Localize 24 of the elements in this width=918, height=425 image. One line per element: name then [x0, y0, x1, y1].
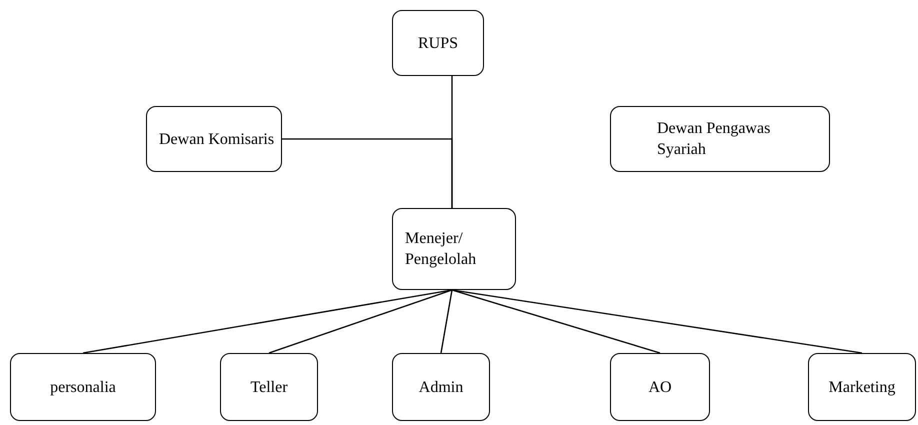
box-label: AO — [648, 378, 672, 398]
org-box — [146, 106, 282, 172]
connector-line — [282, 138, 453, 208]
box-label: Menejer/ Pengelolah — [405, 229, 478, 270]
connector-line — [440, 290, 453, 354]
box-label: Dewan Pengawas Syariah — [657, 119, 772, 160]
box-label: Dewan Komisaris — [159, 130, 274, 150]
org-box — [392, 353, 490, 421]
org-box — [610, 353, 710, 421]
connector-line — [268, 289, 452, 354]
connector-line — [452, 289, 660, 354]
connector-line — [452, 289, 862, 354]
org-box — [10, 353, 156, 421]
box-label: personalia — [50, 378, 116, 398]
org-box — [220, 353, 318, 421]
org-box — [808, 353, 916, 421]
org-box — [392, 10, 484, 76]
box-label: RUPS — [418, 34, 458, 54]
connector-line — [82, 289, 452, 354]
org-box — [392, 208, 516, 290]
box-label: Teller — [250, 378, 288, 398]
org-box — [610, 106, 830, 172]
box-label: Marketing — [828, 378, 896, 398]
box-label: Admin — [418, 378, 464, 398]
